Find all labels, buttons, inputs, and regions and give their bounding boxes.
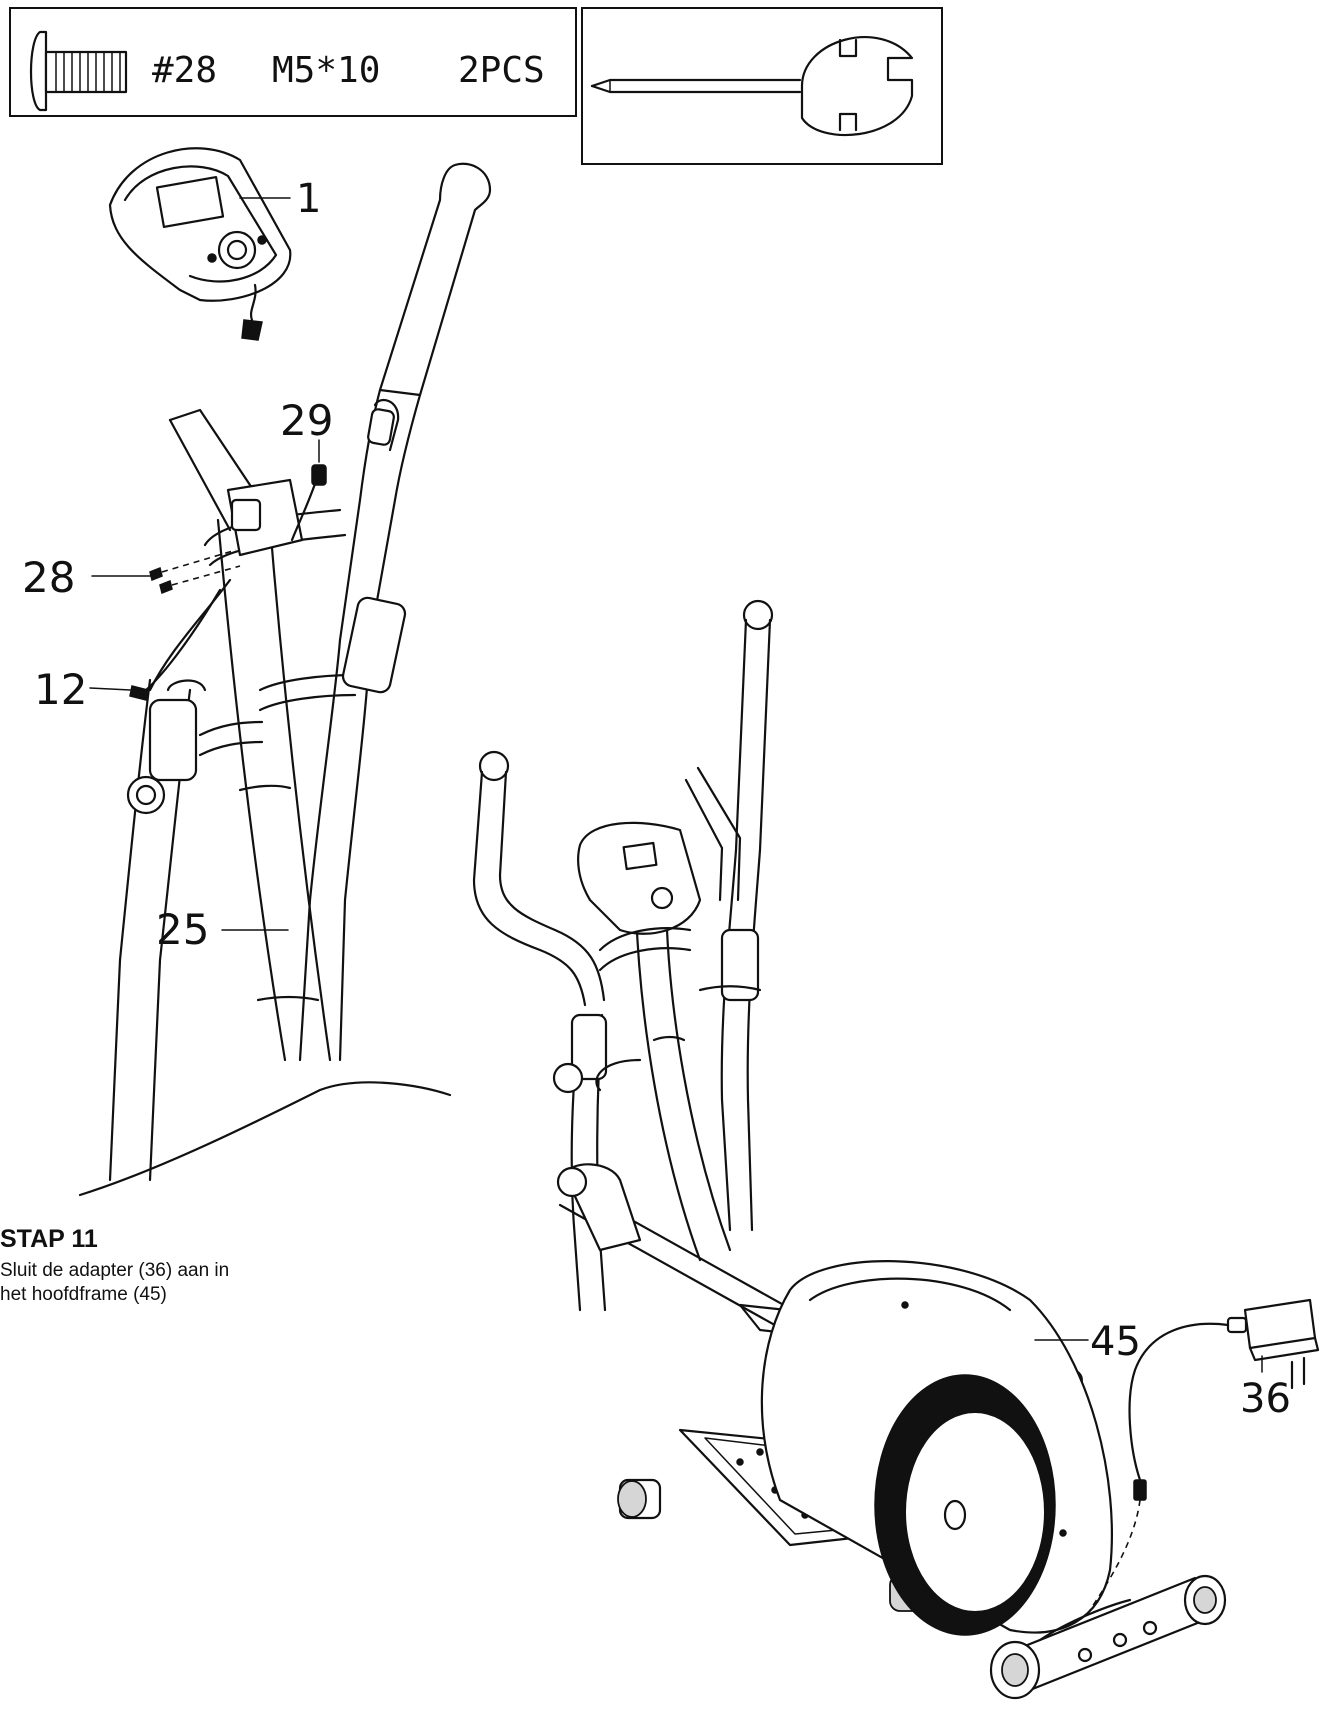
callout-sensor-wire: 29 bbox=[280, 396, 333, 445]
step-text-line-1: Sluit de adapter (36) aan in bbox=[0, 1260, 230, 1281]
callout-console: 1 bbox=[296, 176, 321, 222]
tool-box bbox=[581, 7, 943, 165]
wrench-icon bbox=[590, 36, 914, 137]
screw-size: M5*10 bbox=[272, 50, 380, 91]
callout-main-frame: 45 bbox=[1090, 1319, 1141, 1365]
hardware-box: #28 M5*10 2PCS bbox=[9, 7, 577, 117]
console-part: 1 bbox=[108, 147, 321, 341]
callout-screws: 28 bbox=[22, 553, 75, 602]
callout-console-cable: 12 bbox=[34, 665, 87, 714]
screw-icon bbox=[29, 30, 128, 112]
elliptical-trainer: 45 bbox=[472, 599, 1227, 1700]
screw-quantity: 2PCS bbox=[458, 50, 545, 91]
callout-adapter: 36 bbox=[1240, 1376, 1291, 1422]
frame-detail: 29 28 12 25 bbox=[22, 162, 492, 1197]
step-instructions: STAP 11 Sluit de adapter (36) aan in het… bbox=[0, 1225, 360, 1307]
screws-28 bbox=[91, 549, 241, 595]
callout-upright-post: 25 bbox=[156, 905, 209, 954]
step-text-line-2: het hoofdframe (45) bbox=[0, 1284, 167, 1305]
part-number: #28 bbox=[152, 50, 217, 91]
adapter-part: 36 bbox=[1089, 1298, 1320, 1611]
step-title: STAP 11 bbox=[0, 1225, 98, 1253]
